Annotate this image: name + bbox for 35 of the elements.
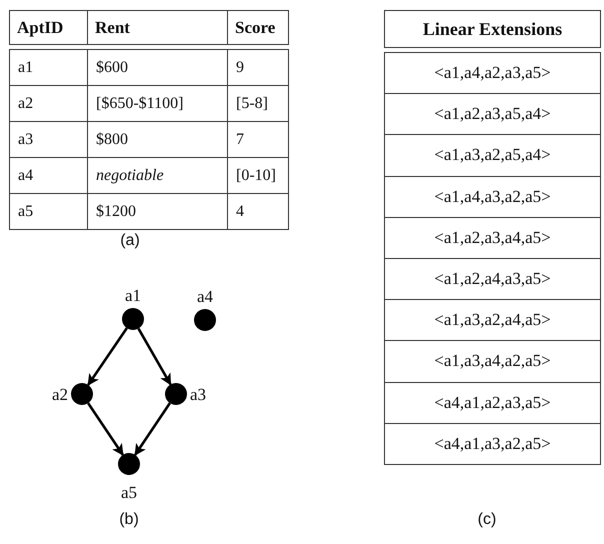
panel-caption: (c) [478, 511, 496, 529]
arrow [134, 402, 171, 456]
table-cell: <a1,a4,a2,a3,a5> [384, 52, 601, 94]
node-label: a1 [125, 287, 142, 304]
graph-node [194, 288, 216, 331]
header-cell: Linear Extensions [384, 10, 601, 48]
table-cell: <a1,a4,a3,a2,a5> [384, 176, 601, 218]
node-label: a5 [121, 484, 138, 501]
table-cell: 9 [227, 49, 289, 86]
table-cell: a5 [9, 193, 88, 230]
table-cell: <a1,a2,a3,a4,a5> [384, 216, 601, 259]
table-cell: <a4,a1,a2,a3,a5> [384, 382, 601, 424]
table-cell: <a1,a3,a4,a2,a5> [384, 340, 601, 383]
header-cell: Score [227, 10, 289, 45]
table-cell: <a4,a1,a3,a2,a5> [384, 422, 601, 465]
table-cell: <a1,a3,a2,a4,a5> [384, 299, 601, 342]
node-label: a2 [52, 386, 68, 402]
table-cell: <a1,a2,a4,a3,a5> [384, 258, 601, 300]
table-cell: <a1,a3,a2,a5,a4> [384, 134, 601, 177]
arrow [137, 328, 172, 386]
table-cell: a1 [9, 49, 88, 86]
panel-caption: (b) [119, 511, 139, 529]
graph-node [122, 287, 144, 330]
node-label: a3 [190, 386, 206, 402]
header-cell: AptID [9, 10, 88, 45]
graph-node [118, 453, 140, 501]
table-cell: <a1,a2,a3,a5,a4> [384, 93, 601, 136]
table-cell: 4 [227, 193, 289, 230]
node-label: a4 [197, 288, 214, 305]
header-cell: Rent [87, 10, 228, 45]
arrow [87, 327, 128, 386]
graph-node [52, 383, 93, 405]
panel-caption: (a) [120, 232, 140, 250]
graph-node [165, 383, 206, 405]
arrow [87, 402, 124, 456]
